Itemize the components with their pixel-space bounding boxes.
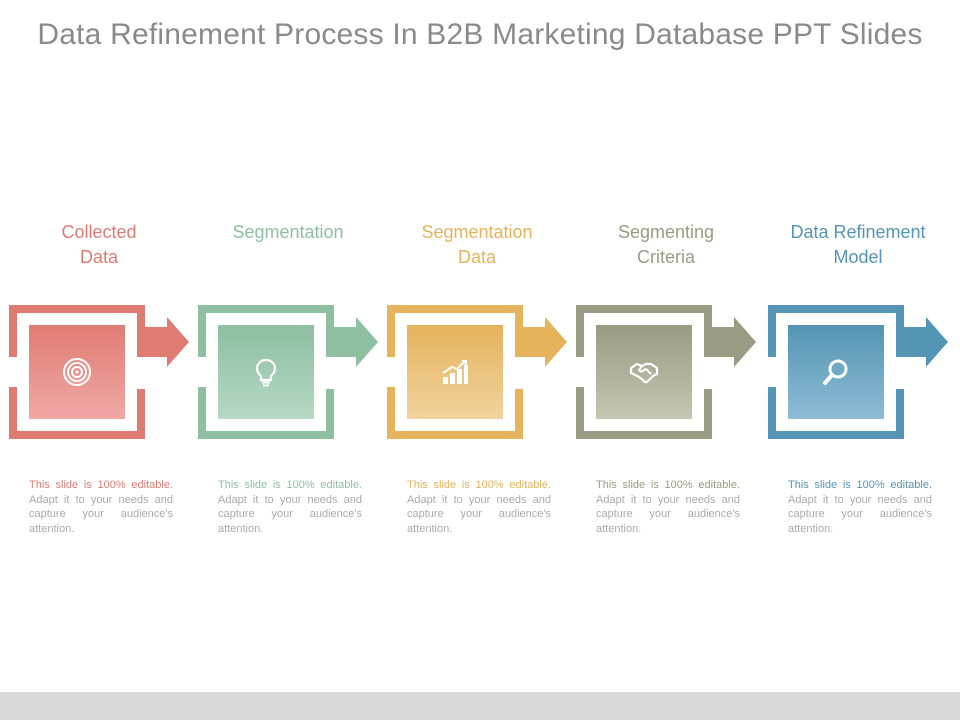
frame-arrow-shape bbox=[387, 305, 567, 439]
step-tile bbox=[788, 325, 884, 419]
step-frame bbox=[576, 305, 756, 439]
frame-arrow-shape bbox=[9, 305, 189, 439]
step-frame bbox=[768, 305, 948, 439]
description-highlight: This slide is 100% editable. bbox=[407, 479, 551, 491]
frame-arrow-shape bbox=[576, 305, 756, 439]
description-text: Adapt it to your needs and capture your … bbox=[29, 493, 173, 535]
step-label: Collected Data bbox=[61, 222, 137, 267]
step-tile bbox=[218, 325, 314, 419]
step-frame bbox=[387, 305, 567, 439]
step-frame bbox=[198, 305, 378, 439]
description-text: Adapt it to your needs and capture your … bbox=[218, 493, 362, 535]
description-highlight: This slide is 100% editable. bbox=[218, 479, 362, 491]
frame-arrow-shape bbox=[198, 305, 378, 439]
step-description: This slide is 100% editable. Adapt it to… bbox=[596, 478, 740, 536]
frame-arrow-shape bbox=[768, 305, 948, 439]
step-description: This slide is 100% editable. Adapt it to… bbox=[218, 478, 362, 536]
handshake-icon bbox=[629, 357, 659, 387]
step-label: Segmentation Data bbox=[421, 222, 533, 267]
description-highlight: This slide is 100% editable. bbox=[29, 479, 173, 491]
description-text: Adapt it to your needs and capture your … bbox=[596, 493, 740, 535]
description-highlight: This slide is 100% editable. bbox=[788, 479, 932, 491]
description-highlight: This slide is 100% editable. bbox=[596, 479, 740, 491]
target-icon bbox=[62, 357, 92, 387]
magnifier-icon bbox=[821, 357, 851, 387]
step-label: Segmenting Criteria bbox=[617, 222, 715, 267]
step-label: Data Refinement Model bbox=[790, 222, 926, 267]
step-description: This slide is 100% editable. Adapt it to… bbox=[407, 478, 551, 536]
footer-bar bbox=[0, 692, 960, 720]
description-text: Adapt it to your needs and capture your … bbox=[407, 493, 551, 535]
description-text: Adapt it to your needs and capture your … bbox=[788, 493, 932, 535]
slide-title: Data Refinement Process In B2B Marketing… bbox=[37, 18, 923, 51]
lightbulb-icon bbox=[251, 357, 281, 387]
step-tile bbox=[596, 325, 692, 419]
step-description: This slide is 100% editable. Adapt it to… bbox=[29, 478, 173, 536]
step-tile bbox=[407, 325, 503, 419]
step-frame bbox=[9, 305, 189, 439]
step-label: Segmentation bbox=[232, 222, 344, 242]
step-description: This slide is 100% editable. Adapt it to… bbox=[788, 478, 932, 536]
growth-chart-icon bbox=[440, 357, 470, 387]
step-tile bbox=[29, 325, 125, 419]
